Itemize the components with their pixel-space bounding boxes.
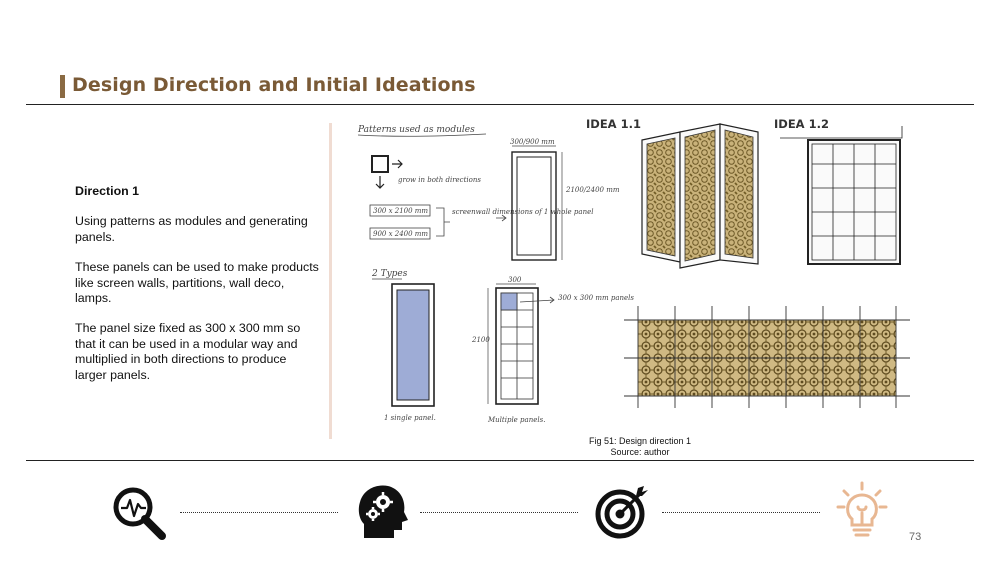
- note-multiple: Multiple panels.: [487, 416, 545, 424]
- module-highlight: [500, 292, 518, 311]
- connector-3: [662, 512, 820, 513]
- direction-heading: Direction 1: [75, 184, 140, 198]
- accent-vertical-line: [329, 123, 332, 439]
- note-screenwall: screenwall dimensions of 1 whole panel: [452, 208, 593, 216]
- note-size-a: 300 x 2100 mm: [373, 207, 428, 215]
- sketch-two-types: 2 Types 1 single panel. 300 2100 300 x 3…: [371, 269, 634, 424]
- page-number: 73: [909, 531, 922, 543]
- caption-line-1: Fig 51: Design direction 1: [588, 436, 692, 446]
- connector-1: [180, 512, 338, 513]
- sketch-tall-panel: 300/900 mm 2100/2400 mm: [510, 138, 620, 261]
- title-accent-bar: [60, 75, 65, 98]
- caption-line-2: Source: author: [610, 447, 670, 457]
- note-grow: grow in both directions: [398, 176, 481, 184]
- note-width-top: 300/900 mm: [510, 138, 555, 146]
- connector-2: [420, 512, 578, 513]
- idea-label-1-2: IDEA 1.2: [774, 117, 829, 131]
- note-height-right: 2100/2400 mm: [565, 186, 620, 194]
- figure-caption: Fig 51: Design direction 1 Source: autho…: [560, 436, 720, 458]
- description-text: Direction 1 Using patterns as modules an…: [75, 184, 320, 398]
- paragraph-1: Using patterns as modules and generating…: [75, 214, 308, 244]
- single-panel-fill: [396, 289, 430, 401]
- note-width-mid: 300: [508, 276, 522, 284]
- paragraph-2: These panels can be used to make product…: [75, 260, 319, 306]
- idea-1-2-grid-panel: [780, 126, 903, 265]
- note-height-left: 2100: [471, 336, 490, 344]
- idea-label-1-1: IDEA 1.1: [586, 117, 641, 131]
- lightbulb-icon: [836, 481, 888, 537]
- note-types: 2 Types: [371, 269, 408, 279]
- bottom-divider: [26, 460, 974, 461]
- module-square: [371, 155, 389, 173]
- sketch-modules: Patterns used as modules grow in both di…: [357, 125, 593, 240]
- page-title: Design Direction and Initial Ideations: [72, 74, 476, 96]
- analysis-magnifier-icon: [113, 487, 166, 540]
- note-module: 300 x 300 mm panels: [558, 294, 634, 302]
- target-icon: [595, 486, 648, 539]
- note-size-b: 900 x 2400 mm: [373, 230, 428, 238]
- top-divider: [26, 104, 974, 105]
- idea-1-1-folding-screen: [641, 123, 759, 269]
- note-patterns: Patterns used as modules: [357, 125, 475, 135]
- modular-pattern-grid: [624, 306, 910, 408]
- paragraph-3: The panel size fixed as 300 x 300 mm so …: [75, 321, 301, 382]
- head-gears-icon: [358, 485, 408, 538]
- design-figure: Patterns used as modules grow in both di…: [357, 117, 910, 424]
- note-single: 1 single panel.: [384, 414, 436, 422]
